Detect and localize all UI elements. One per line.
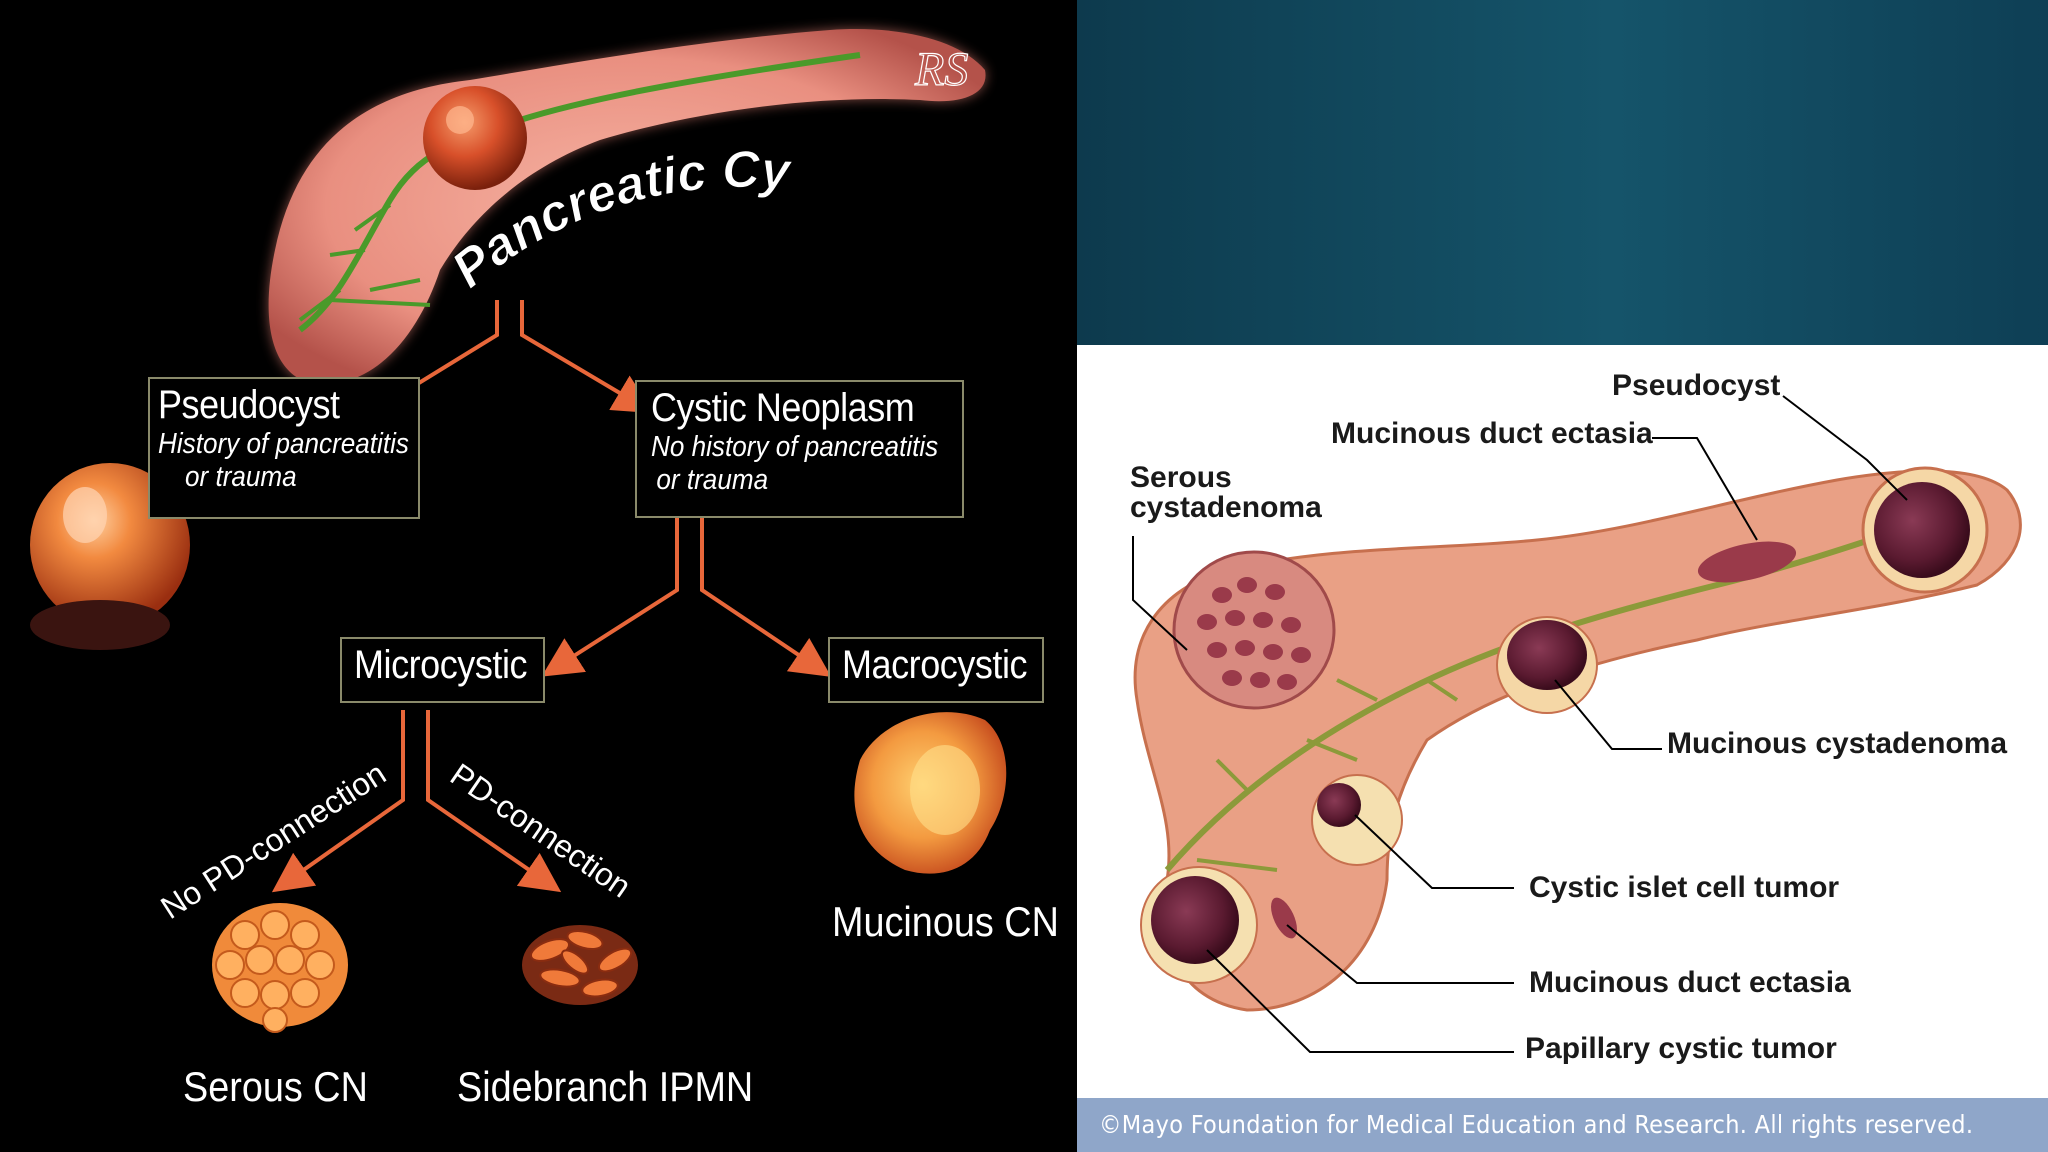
cystic-neoplasm-title: Cystic Neoplasm: [651, 386, 915, 430]
microcystic-box: Microcystic: [340, 637, 545, 703]
pseudocyst-line1: History of pancreatitis: [158, 428, 409, 460]
pancreas-illustration: [268, 29, 986, 386]
cystic-neoplasm-line1: No history of pancreatitis: [651, 431, 939, 463]
teal-header-band: [1077, 0, 2048, 345]
macrocystic-label: Macrocystic: [842, 643, 1028, 687]
pseudocyst-title: Pseudocyst: [158, 383, 340, 427]
sidebranch-ipmn-caption: Sidebranch IPMN: [457, 1063, 754, 1110]
label-pseudocyst: Pseudocyst: [1612, 369, 1781, 402]
serous-cn-illustration: [212, 903, 348, 1033]
label-mucinous-cystadenoma: Mucinous cystadenoma: [1667, 727, 2008, 760]
serous-cn-caption: Serous CN: [183, 1063, 368, 1110]
macrocystic-box: Macrocystic: [828, 637, 1044, 703]
label-mucinous-duct-ectasia-top: Mucinous duct ectasia: [1331, 417, 1653, 450]
pseudocyst-line2: or trauma: [185, 461, 297, 493]
sidebranch-ipmn-illustration: [522, 925, 638, 1005]
right-diagram-panel: Pseudocyst Mucinous duct ectasia Serous …: [1077, 0, 2048, 1152]
label-mucinous-duct-ectasia-bottom: Mucinous duct ectasia: [1529, 966, 1851, 999]
label-serous-line1: Serous: [1130, 461, 1232, 494]
left-diagram-panel: RS Pancreatic Cyst: [0, 0, 1059, 1110]
microcystic-label: Microcystic: [354, 643, 528, 687]
no-pd-connection-label: No PD-connection: [154, 755, 392, 926]
label-cystic-islet-cell-tumor: Cystic islet cell tumor: [1529, 871, 1840, 904]
copyright-bar: ©Mayo Foundation for Medical Education a…: [1077, 1098, 2048, 1152]
artist-signature: RS: [914, 43, 968, 96]
mucinous-cn-illustration: [854, 712, 1007, 874]
pancreas-cross-section: [1133, 466, 2022, 1012]
mucinous-cn-caption: Mucinous CN: [832, 898, 1059, 945]
leader-lines: [1132, 395, 1908, 1053]
label-papillary-cystic-tumor: Papillary cystic tumor: [1525, 1032, 1837, 1065]
cystic-neoplasm-box: Cystic Neoplasm No history of pancreatit…: [635, 380, 964, 518]
right-diagram-graphics: [1132, 395, 2022, 1053]
copyright-text: ©Mayo Foundation for Medical Education a…: [1099, 1110, 1974, 1139]
cystic-neoplasm-line2: or trauma: [656, 464, 769, 496]
label-serous-line2: cystadenoma: [1130, 491, 1322, 524]
pseudocyst-box: Pseudocyst History of pancreatitis or tr…: [148, 377, 420, 519]
left-diagram-graphics: RS Pancreatic Cyst: [0, 0, 1007, 1033]
